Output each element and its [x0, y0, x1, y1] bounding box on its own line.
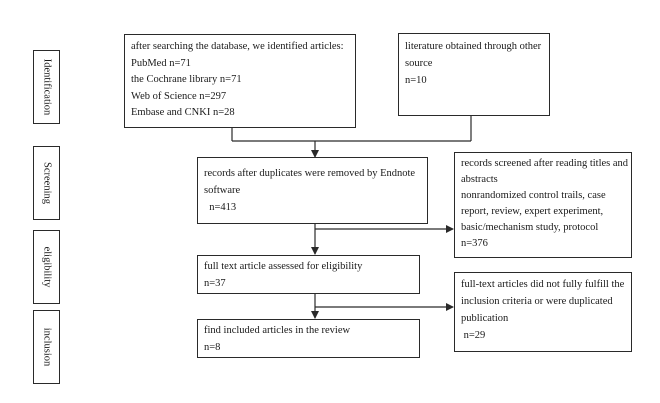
stage-identification: Identification — [33, 50, 60, 124]
box-database-search: after searching the database, we identif… — [124, 34, 356, 128]
box-other-sources: literature obtained through other source… — [398, 33, 550, 116]
included-line-1: find included articles in the review — [204, 325, 351, 336]
full-text-excluded-line-3: publication — [461, 313, 509, 324]
database-embase-cnki: Embase and CNKI n=28 — [131, 107, 235, 118]
screened-excluded-line-2: abstracts — [461, 174, 498, 185]
duplicates-count: n=413 — [204, 202, 237, 213]
screened-excluded-line-5: basic/mechanism study, protocol — [461, 222, 599, 233]
other-sources-line-1: literature obtained through other — [405, 41, 542, 52]
box-duplicates-removed: records after duplicates were removed by… — [197, 157, 428, 224]
included-count: n=8 — [204, 342, 221, 353]
box-full-text-excluded: full-text articles did not fully fulfill… — [454, 272, 632, 352]
other-sources-count: n=10 — [405, 75, 427, 86]
stage-screening: Screening — [33, 146, 60, 220]
duplicates-line-2: software — [204, 185, 241, 196]
screened-excluded-count: n=376 — [461, 238, 488, 249]
full-text-excluded-line-1: full-text articles did not fully fulfill… — [461, 279, 625, 290]
full-text-assessed-line-1: full text article assessed for eligibili… — [204, 261, 363, 272]
database-pubmed: PubMed n=71 — [131, 57, 191, 69]
stage-inclusion: inclusion — [33, 310, 60, 384]
full-text-assessed-count: n=37 — [204, 278, 226, 289]
box-included: find included articles in the review n=8 — [197, 319, 420, 358]
database-cochrane: the Cochrane library n=71 — [131, 74, 242, 85]
full-text-excluded-line-2: inclusion criteria or were duplicated — [461, 296, 613, 307]
other-sources-line-2: source — [405, 58, 433, 69]
database-web-of-science: Web of Science n=297 — [131, 90, 227, 102]
screened-excluded-line-4: report, review, expert experiment, — [461, 206, 604, 217]
box-full-text-assessed: full text article assessed for eligibili… — [197, 255, 420, 294]
screened-excluded-line-1: records screened after reading titles an… — [461, 158, 629, 169]
screened-excluded-line-3: nonrandomized control trails, case — [461, 190, 606, 201]
database-search-heading: after searching the database, we identif… — [131, 41, 344, 52]
duplicates-line-1: records after duplicates were removed by… — [204, 168, 416, 179]
box-records-screened-excluded: records screened after reading titles an… — [454, 152, 632, 258]
stage-eligibility: eligibility — [33, 230, 60, 304]
full-text-excluded-count: n=29 — [461, 330, 486, 341]
